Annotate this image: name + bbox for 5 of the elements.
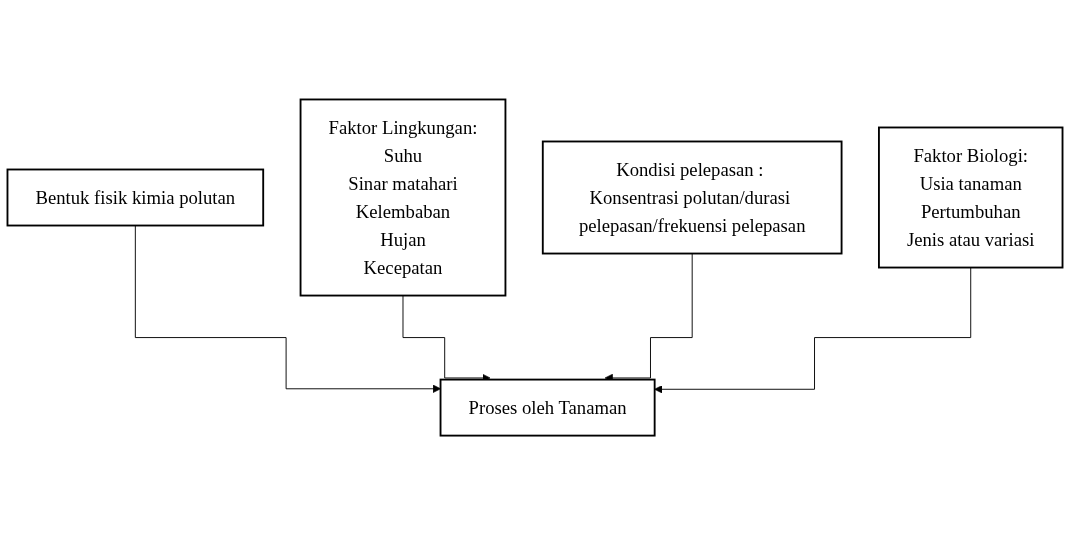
node-box: Kondisi pelepasan : Konsentrasi polutan/durasi pelepasan/frekuensi pelepasan [541,141,843,255]
node-box: Faktor Biologi: Usia tanaman Pertumbuhan Jenis atau variasi [878,127,1064,269]
node-box: Bentuk fisik kimia polutan [6,169,265,227]
node-box: Faktor Lingkungan: Suhu Sinar matahari Kelembaban Hujan Kecepatan [299,99,507,297]
node-box: Proses oleh Tanaman [439,379,656,437]
